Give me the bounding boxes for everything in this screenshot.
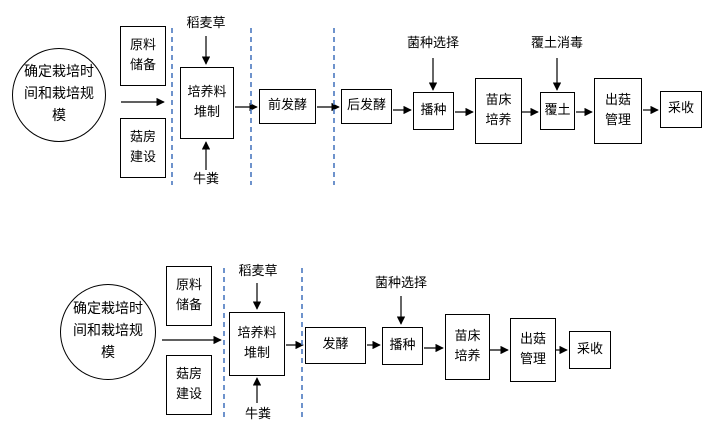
strain-select-input: 菌种选择 bbox=[363, 274, 439, 294]
post-ferment-box: 后发酵 bbox=[341, 89, 392, 124]
manure-input: 牛粪 bbox=[186, 170, 226, 190]
straw-input: 稻麦草 bbox=[176, 14, 236, 34]
mushroom-house-label: 菇房建设 bbox=[175, 366, 202, 402]
harvest-label: 采收 bbox=[576, 341, 603, 357]
ferment-box: 发酵 bbox=[305, 327, 366, 364]
straw-input: 稻麦草 bbox=[228, 262, 288, 282]
compost-box: 培养料堆制 bbox=[180, 67, 234, 139]
pre-ferment-label: 前发酵 bbox=[267, 98, 307, 114]
flow1-dividers bbox=[171, 28, 335, 185]
harvest-box: 采收 bbox=[660, 91, 702, 128]
strain-select-input: 菌种选择 bbox=[395, 34, 471, 54]
material-prep-label: 原料储备 bbox=[175, 277, 202, 313]
manure-label: 牛粪 bbox=[244, 406, 271, 422]
fruiting-label: 出菇管理 bbox=[604, 92, 631, 128]
start-oval: 确定栽培时间和栽培规模 bbox=[60, 284, 156, 380]
casing-disinfect-input: 覆土消毒 bbox=[519, 34, 595, 54]
material-prep-box: 原料储备 bbox=[120, 26, 166, 86]
strain-select-label: 菌种选择 bbox=[406, 35, 459, 51]
casing-disinfect-label: 覆土消毒 bbox=[530, 35, 583, 51]
pre-ferment-box: 前发酵 bbox=[259, 89, 316, 124]
flow1-connectors bbox=[121, 36, 659, 170]
straw-label: 稻麦草 bbox=[238, 263, 278, 279]
harvest-label: 采收 bbox=[667, 101, 694, 117]
sowing-box: 播种 bbox=[382, 327, 423, 365]
compost-label: 培养料堆制 bbox=[237, 325, 277, 361]
material-prep-label: 原料储备 bbox=[129, 37, 156, 73]
strain-select-label: 菌种选择 bbox=[374, 275, 427, 291]
casing-box: 覆土 bbox=[540, 92, 575, 130]
start-oval: 确定栽培时间和栽培规模 bbox=[12, 48, 106, 142]
bed-culture-box: 苗床培养 bbox=[475, 78, 522, 144]
fruiting-box: 出菇管理 bbox=[510, 318, 556, 382]
sowing-label: 播种 bbox=[389, 337, 416, 353]
manure-input: 牛粪 bbox=[238, 405, 278, 425]
mushroom-house-box: 菇房建设 bbox=[120, 118, 166, 178]
material-prep-box: 原料储备 bbox=[166, 266, 212, 326]
harvest-box: 采收 bbox=[569, 331, 611, 369]
post-ferment-label: 后发酵 bbox=[346, 98, 386, 114]
fruiting-label: 出菇管理 bbox=[519, 331, 546, 367]
compost-box: 培养料堆制 bbox=[229, 312, 285, 376]
bed-culture-label: 苗床培养 bbox=[485, 92, 512, 128]
manure-label: 牛粪 bbox=[192, 171, 219, 187]
flow2-connectors bbox=[162, 283, 568, 403]
straw-label: 稻麦草 bbox=[186, 15, 226, 31]
sowing-label: 播种 bbox=[420, 102, 447, 118]
start-label: 确定栽培时间和栽培规模 bbox=[73, 301, 143, 361]
casing-label: 覆土 bbox=[544, 102, 571, 118]
bed-culture-box: 苗床培养 bbox=[445, 314, 490, 380]
sowing-box: 播种 bbox=[413, 92, 454, 130]
ferment-label: 发酵 bbox=[322, 337, 349, 353]
bed-culture-label: 苗床培养 bbox=[454, 328, 481, 364]
mushroom-house-label: 菇房建设 bbox=[129, 129, 156, 165]
mushroom-house-box: 菇房建设 bbox=[166, 355, 212, 415]
fruiting-box: 出菇管理 bbox=[594, 78, 642, 144]
compost-label: 培养料堆制 bbox=[187, 84, 227, 120]
flow2-dividers bbox=[223, 268, 303, 420]
start-label: 确定栽培时间和栽培规模 bbox=[24, 64, 94, 124]
